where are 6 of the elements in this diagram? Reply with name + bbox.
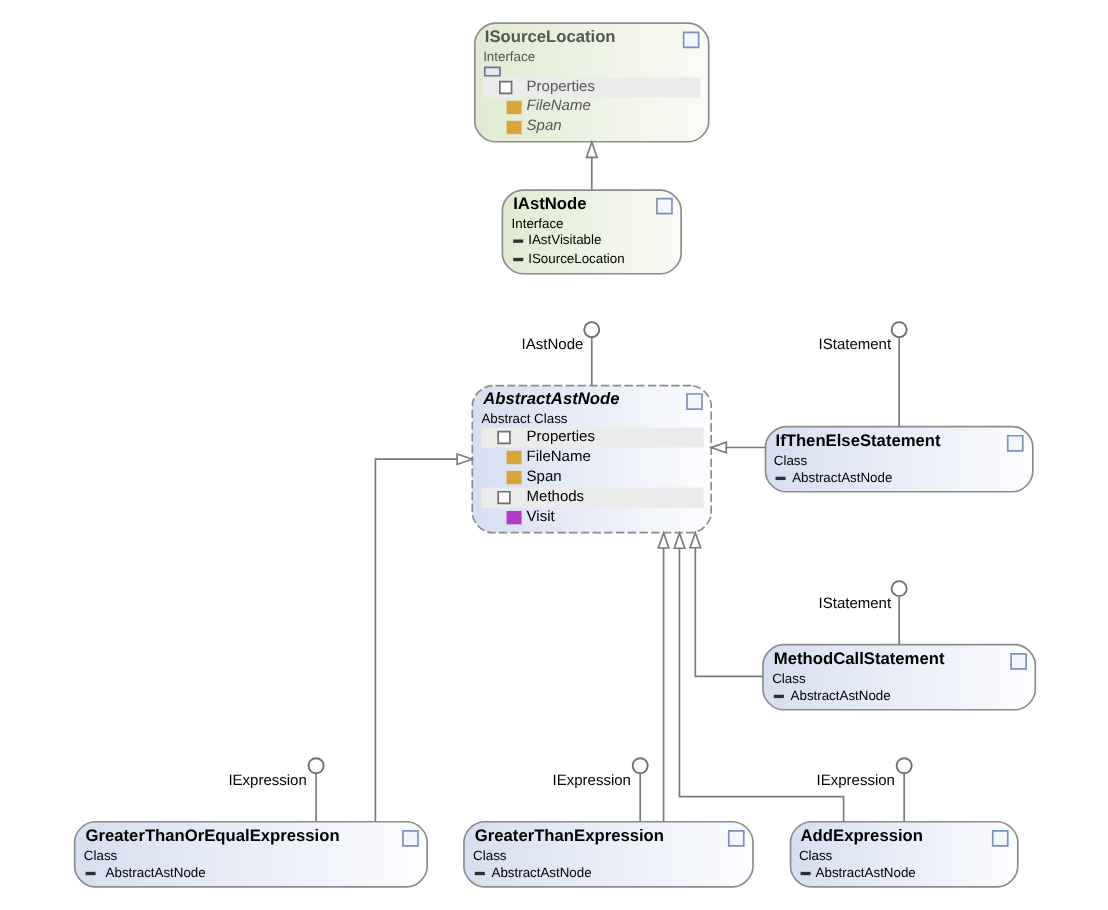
node-label: IAstNode xyxy=(520,335,583,354)
node-label: IExpression xyxy=(551,771,630,790)
node-label: IExpression xyxy=(815,771,894,790)
node-label: IExpression xyxy=(227,771,306,790)
node-label: IStatement xyxy=(817,335,891,354)
node-label: IStatement xyxy=(817,594,891,613)
